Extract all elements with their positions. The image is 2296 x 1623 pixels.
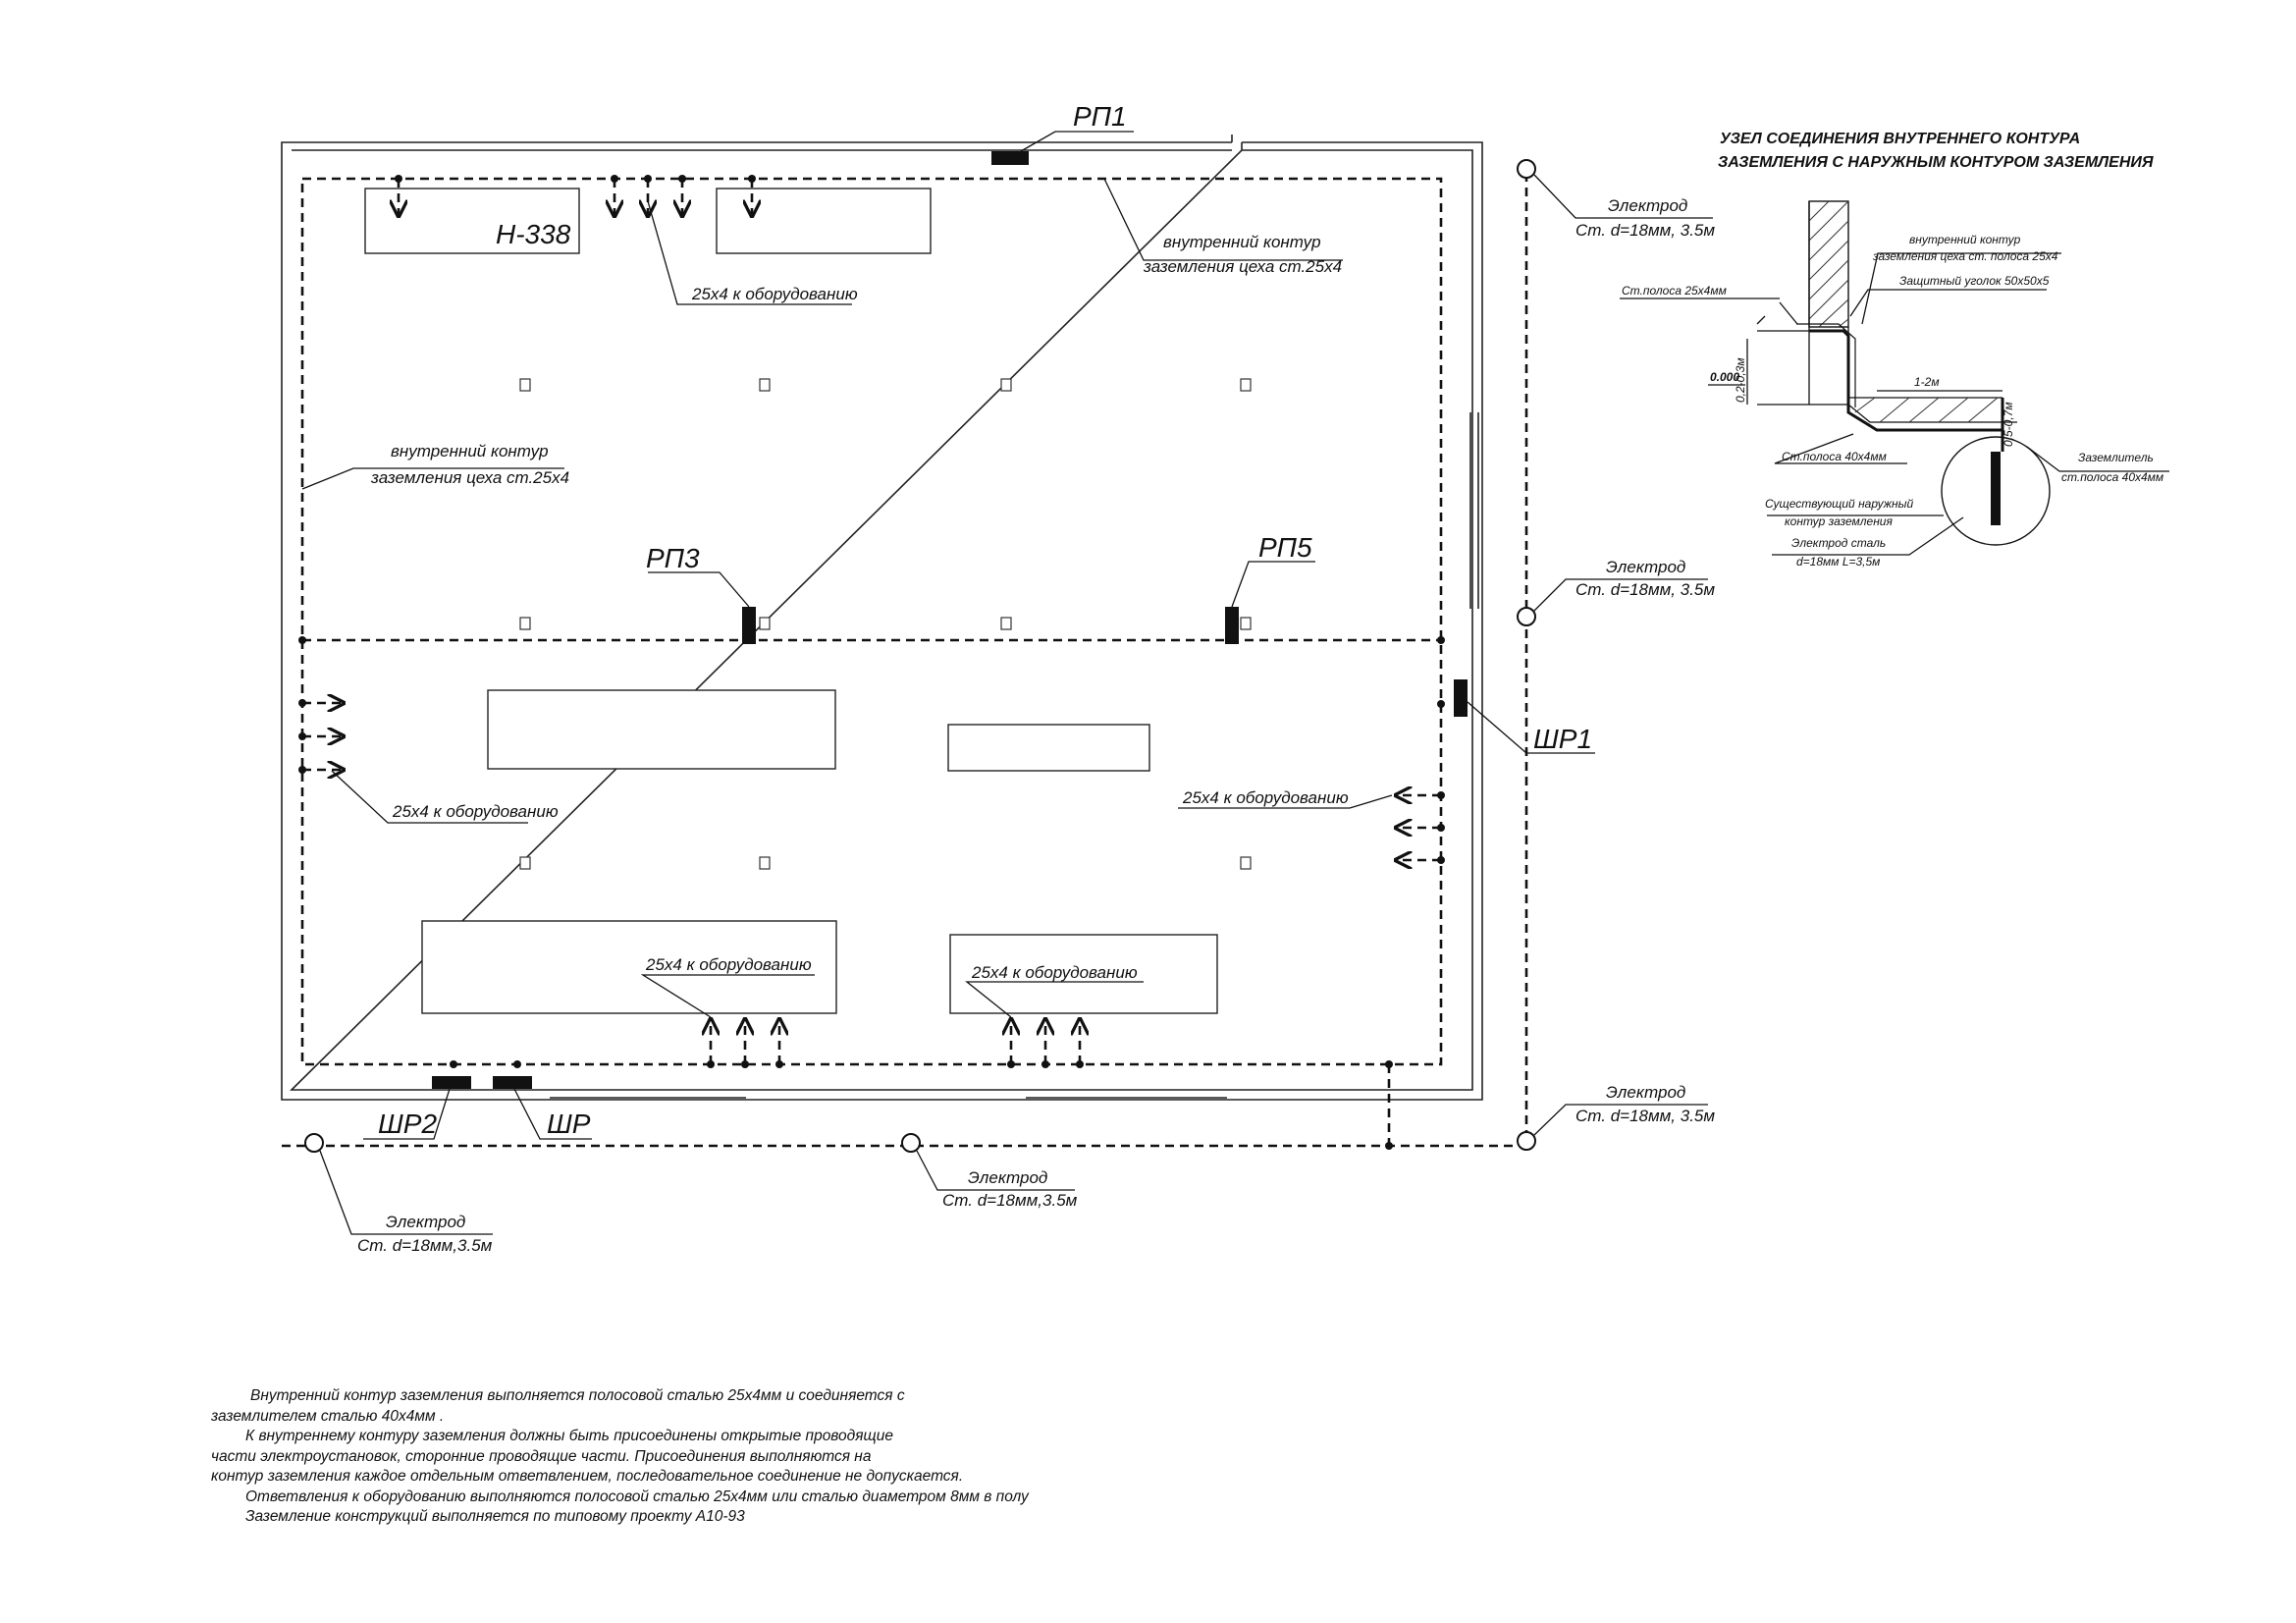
svg-text:Защитный уголок 50х50х5: Защитный уголок 50х50х5 (1899, 274, 2050, 288)
branch-label-left: 25х4 к оборудованию (331, 770, 559, 824)
label-rp5: РП5 (1258, 532, 1312, 563)
electrode-symbol (1517, 607, 1536, 626)
svg-text:25х4 к оборудованию: 25х4 к оборудованию (1182, 788, 1349, 807)
panel-rp5 (1225, 607, 1239, 644)
svg-text:Ст. d=18мм, 3.5м: Ст. d=18мм, 3.5м (1575, 1107, 1715, 1125)
electrode-symbol (304, 1133, 324, 1153)
label-shr1: ШР1 (1533, 724, 1592, 754)
electrode-symbol (1517, 1131, 1536, 1151)
electrode-label-bottom-right: Электрод Ст. d=18мм, 3.5м (1533, 1083, 1715, 1136)
electrodes (304, 159, 1536, 1153)
contour-label-top-line2: заземления цеха ст.25х4 (1143, 257, 1342, 276)
panel-shr2 (432, 1076, 471, 1089)
svg-text:Заземлитель: Заземлитель (2078, 451, 2154, 464)
panel-rp3 (742, 607, 756, 644)
note-line: Ответвления к оборудованию выполняются п… (245, 1488, 1029, 1505)
equipment-branches (302, 179, 1441, 1064)
panel-shr (493, 1076, 532, 1089)
svg-text:Электрод: Электрод (1606, 558, 1685, 576)
equipment-middle-left (487, 689, 836, 770)
svg-text:Электрод: Электрод (968, 1168, 1047, 1187)
branch-label-bottom-left: 25х4 к оборудованию (640, 955, 815, 1018)
svg-text:Электрод: Электрод (1606, 1083, 1685, 1102)
svg-text:Ст.полоса 40х4мм: Ст.полоса 40х4мм (1782, 450, 1887, 463)
electrode-label-bottom-middle: Электрод Ст. d=18мм,3.5м (916, 1150, 1078, 1210)
svg-text:Электрод: Электрод (1608, 196, 1687, 215)
detail-title-line1: УЗЕЛ СОЕДИНЕНИЯ ВНУТРЕННЕГО КОНТУРА (1720, 131, 2080, 147)
contour-label-left-line2: заземления цеха ст.25х4 (370, 468, 569, 487)
electrode-symbol (901, 1133, 921, 1153)
note-line: контур заземления каждое отдельным ответ… (211, 1468, 964, 1485)
note-line: заземлителем сталью 40х4мм . (211, 1407, 445, 1425)
electrode-symbol (1517, 159, 1536, 179)
svg-text:Ст. d=18мм,3.5м: Ст. d=18мм,3.5м (942, 1191, 1078, 1210)
svg-text:ст.полоса 40х4мм: ст.полоса 40х4мм (2061, 470, 2163, 484)
contour-label-left-line1: внутренний контур (391, 442, 549, 460)
branch-label-right: 25х4 к оборудованию (1178, 788, 1393, 809)
note-line: Внутренний контур заземления выполняется… (250, 1387, 905, 1404)
label-shr: ШР (547, 1109, 591, 1139)
svg-text:Электрод сталь: Электрод сталь (1791, 536, 1886, 550)
equipment-label-n338: Н-338 (496, 219, 571, 249)
general-notes: Внутренний контур заземления выполняется… (211, 1386, 1153, 1528)
electrode-label-bottom-left: Электрод Ст. d=18мм,3.5м (319, 1150, 493, 1255)
equipment-bottom-left (421, 920, 837, 1014)
branch-label-top: 25х4 к оборудованию (647, 200, 858, 305)
building-walls (281, 135, 1483, 1101)
contour-label-left: внутренний контур заземления цеха ст.25х… (301, 442, 569, 490)
svg-text:1-2м: 1-2м (1914, 375, 1940, 389)
svg-text:25х4 к оборудованию: 25х4 к оборудованию (691, 285, 858, 303)
svg-text:25х4 к оборудованию: 25х4 к оборудованию (645, 955, 812, 974)
note-line: Заземление конструкций выполняется по ти… (245, 1508, 745, 1525)
electrode-label-top: Электрод Ст. d=18мм, 3.5м (1533, 174, 1715, 240)
contour-label-top: внутренний контур заземления цеха ст.25х… (1103, 178, 1343, 276)
svg-text:заземления цеха ст. полоса 25х: заземления цеха ст. полоса 25х4 (1872, 249, 2058, 263)
note-line: части электроустановок, сторонние провод… (211, 1447, 872, 1465)
distribution-panels (432, 151, 1468, 1089)
equipment-top-right (716, 188, 932, 254)
branch-label-bottom-right: 25х4 к оборудованию (965, 963, 1144, 1018)
detail-title-line2: ЗАЗЕМЛЕНИЯ С НАРУЖНЫМ КОНТУРОМ ЗАЗЕМЛЕНИ… (1718, 154, 2154, 171)
label-rp3: РП3 (646, 543, 700, 573)
label-rp1: РП1 (1073, 101, 1127, 132)
svg-text:контур заземления: контур заземления (1785, 514, 1893, 528)
svg-text:25х4 к оборудованию: 25х4 к оборудованию (392, 802, 559, 821)
svg-text:25х4 к оборудованию: 25х4 к оборудованию (971, 963, 1138, 982)
panel-shr1 (1454, 679, 1468, 717)
equipment-n338 (364, 188, 580, 254)
electrode-label-middle: Электрод Ст. d=18мм, 3.5м (1533, 558, 1715, 612)
svg-text:внутренний контур: внутренний контур (1909, 233, 2021, 246)
label-shr2: ШР2 (378, 1109, 437, 1139)
svg-text:Ст. d=18мм,3.5м: Ст. d=18мм,3.5м (357, 1236, 493, 1255)
equipment-blocks (364, 188, 1218, 1014)
connection-detail: УЗЕЛ СОЕДИНЕНИЯ ВНУТРЕННЕГО КОНТУРА ЗАЗЕ… (1620, 131, 2169, 568)
svg-text:0,2-0,3м: 0,2-0,3м (1734, 357, 1747, 403)
panel-rp1 (991, 151, 1029, 165)
equipment-bottom-right (949, 934, 1218, 1014)
svg-text:d=18мм L=3,5м: d=18мм L=3,5м (1796, 555, 1880, 568)
equipment-middle-right (947, 724, 1150, 772)
svg-text:Электрод: Электрод (386, 1213, 465, 1231)
contour-label-top-line1: внутренний контур (1163, 233, 1321, 251)
building-columns (519, 378, 1252, 870)
inner-grounding-contour (300, 177, 1443, 1066)
note-line: К внутреннему контуру заземления должны … (245, 1428, 893, 1444)
svg-text:Ст.полоса 25х4мм: Ст.полоса 25х4мм (1622, 284, 1727, 298)
svg-text:0,5-0,7м: 0,5-0,7м (2002, 402, 2015, 447)
svg-text:Существующий наружный: Существующий наружный (1765, 497, 1913, 511)
svg-text:Ст. d=18мм, 3.5м: Ст. d=18мм, 3.5м (1575, 580, 1715, 599)
svg-text:0.000: 0.000 (1710, 370, 1739, 384)
svg-text:Ст. d=18мм, 3.5м: Ст. d=18мм, 3.5м (1575, 221, 1715, 240)
